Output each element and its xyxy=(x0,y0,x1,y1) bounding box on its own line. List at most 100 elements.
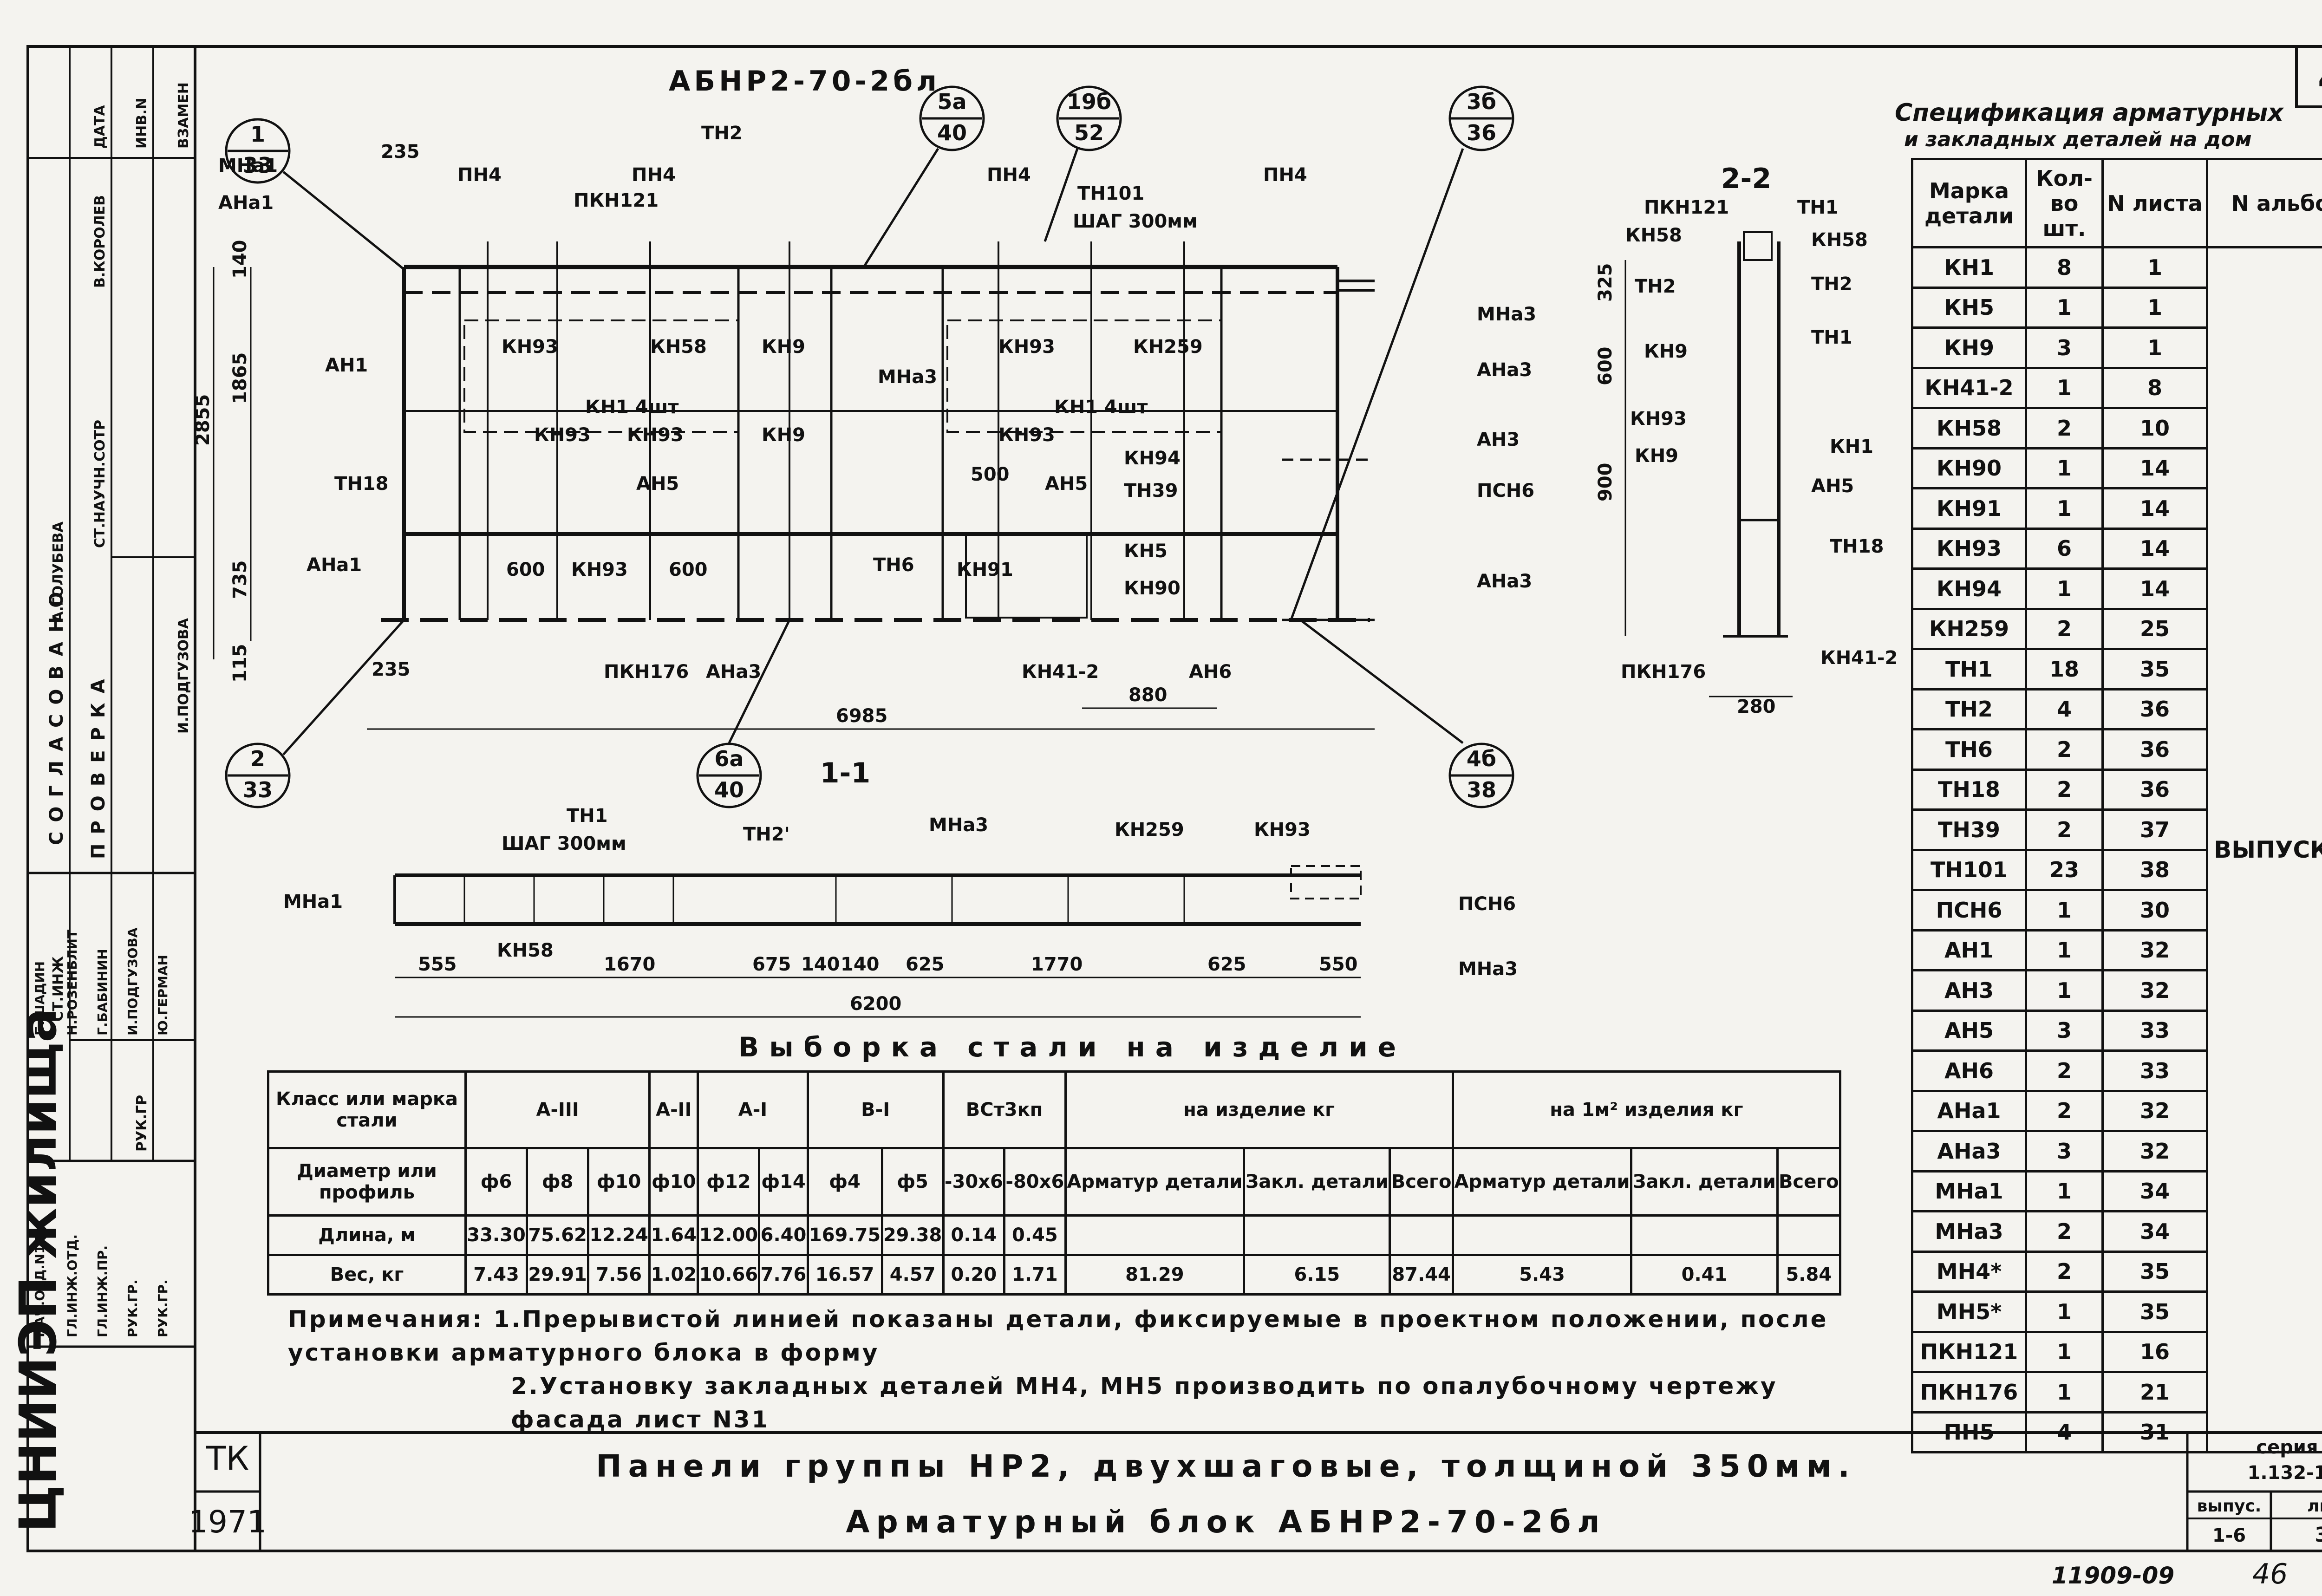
label: КН1 4шт xyxy=(1054,397,1148,418)
tk-label: ТК xyxy=(206,1440,249,1478)
spec-mark: АН3 xyxy=(1911,969,2027,1012)
callout-bottom: 40 xyxy=(714,777,744,802)
totals-head: Всего xyxy=(1776,1147,1842,1217)
label: КН93 xyxy=(571,559,628,580)
label: ПКН121 xyxy=(1644,197,1729,218)
label: АНа1 xyxy=(307,554,362,576)
sheet-label: лист xyxy=(2307,1497,2322,1516)
length-cell: 169.75 xyxy=(806,1214,883,1256)
sheet-value: 33 xyxy=(2315,1523,2322,1547)
totals-head: Закл. детали xyxy=(1630,1147,1779,1217)
steel-title: Выборка стали на изделие xyxy=(738,1031,1406,1063)
label: АНа3 xyxy=(1477,571,1532,592)
diam-cell: ф5 xyxy=(881,1147,945,1217)
spec-qty: 1 xyxy=(2025,1330,2104,1373)
label: ТН6 xyxy=(873,554,914,576)
dimension: 6985 xyxy=(836,705,887,727)
label: КН93 xyxy=(502,336,558,358)
spec-mark: КН58 xyxy=(1911,407,2027,449)
weight-total: 5.84 xyxy=(1776,1254,1842,1296)
callout-bottom: 33 xyxy=(243,777,273,802)
label: ТН1 xyxy=(1811,327,1852,348)
spec-mark: МН5* xyxy=(1911,1290,2027,1333)
callout-top: 3б xyxy=(1467,89,1496,114)
m2-header: на 1м² изделия кг xyxy=(1451,1070,1842,1149)
spec-mark: ПКН121 xyxy=(1911,1330,2027,1373)
staff-role: ГЛ.ИНЖ.ОТД. xyxy=(65,1234,80,1337)
section-1-1-labels: ТН1 ШАГ 300мм ТН2' МНа3 КН259 КН93 МНа1 … xyxy=(283,805,1518,1015)
spec-qty: 2 xyxy=(2025,768,2104,811)
spec-qty: 1 xyxy=(2025,447,2104,489)
dimension: 735 xyxy=(229,560,251,599)
callout-top: 6а xyxy=(714,746,744,771)
spec-sheet: 16 xyxy=(2101,1330,2208,1373)
title-line-1: Панели группы НР2, двухшаговые, толщиной… xyxy=(596,1448,1856,1484)
length-cell: 6.40 xyxy=(758,1214,809,1256)
spec-qty: 1 xyxy=(2025,1371,2104,1414)
spec-header: Кол-во шт. xyxy=(2025,158,2104,248)
dimension: 1770 xyxy=(1031,954,1083,975)
spec-sheet: 1 xyxy=(2101,326,2208,369)
spec-mark: МН4* xyxy=(1911,1250,2027,1293)
spec-qty: 1 xyxy=(2025,567,2104,610)
spec-sheet: 38 xyxy=(2101,848,2208,891)
spec-sheet: 14 xyxy=(2101,567,2208,610)
staff-name: И.ПОДГУЗОВА xyxy=(125,927,140,1036)
spec-mark: КН91 xyxy=(1911,487,2027,530)
agreed-label: СОГЛАСОВАНО xyxy=(46,583,67,845)
item-header: на изделие кг xyxy=(1064,1070,1454,1149)
inventory-number: 11909-09 xyxy=(2052,1562,2174,1589)
spec-sheet: 32 xyxy=(2101,929,2208,971)
spec-title-2: и закладных деталей на дом xyxy=(1904,128,2252,151)
label: ТН18 xyxy=(1830,536,1884,557)
spec-sheet: 32 xyxy=(2101,1089,2208,1132)
label: ПН4 xyxy=(1263,164,1307,186)
diam-cell: -30x6 xyxy=(942,1147,1006,1217)
strip-header: ИНВ.N xyxy=(134,98,150,149)
callout-bottom: 33 xyxy=(243,153,273,178)
weight-label: Вес, кг xyxy=(267,1254,467,1296)
spec-table: Марка детали Кол-во шт. N листа N альбом… xyxy=(1911,158,2322,1453)
label: ТН2 xyxy=(701,123,743,144)
spec-sheet: 36 xyxy=(2101,728,2208,771)
length-cell: 0.14 xyxy=(942,1214,1006,1256)
spec-mark: АН5 xyxy=(1911,1009,2027,1052)
spec-sheet: 1 xyxy=(2101,286,2208,329)
label: КН9 xyxy=(762,424,805,446)
label: 600 xyxy=(506,559,545,580)
spec-qty: 1 xyxy=(2025,286,2104,329)
spec-mark: АНа3 xyxy=(1911,1130,2027,1173)
spec-mark: МНа1 xyxy=(1911,1170,2027,1212)
label: КН41-2 xyxy=(1820,647,1898,669)
page-number: 45 xyxy=(2318,60,2322,98)
label: АН5 xyxy=(1811,476,1854,497)
spec-mark: КН93 xyxy=(1911,527,2027,570)
issue-value: 1-6 xyxy=(2212,1525,2246,1546)
spec-qty: 1 xyxy=(2025,487,2104,530)
diam-cell: ф14 xyxy=(758,1147,809,1217)
section-2-2-title: 2-2 xyxy=(1721,163,1771,195)
empty-cell xyxy=(1776,1214,1842,1256)
spec-sheet: 33 xyxy=(2101,1049,2208,1092)
label: МНа3 xyxy=(929,814,988,836)
length-cell: 1.64 xyxy=(648,1214,699,1256)
title-line-2: Арматурный блок АБНР2-70-2бл xyxy=(846,1504,1606,1540)
totals-head: Арматур детали xyxy=(1064,1147,1246,1217)
spec-qty: 2 xyxy=(2025,407,2104,449)
spec-sheet: 32 xyxy=(2101,969,2208,1012)
weight-total: 87.44 xyxy=(1389,1254,1454,1296)
weight-cell: 4.57 xyxy=(881,1254,945,1296)
dimension: 600 xyxy=(1595,347,1616,386)
spec-mark: ТН2 xyxy=(1911,688,2027,730)
spec-mark: ТН18 xyxy=(1911,768,2027,811)
label: КН41-2 xyxy=(1022,661,1099,683)
